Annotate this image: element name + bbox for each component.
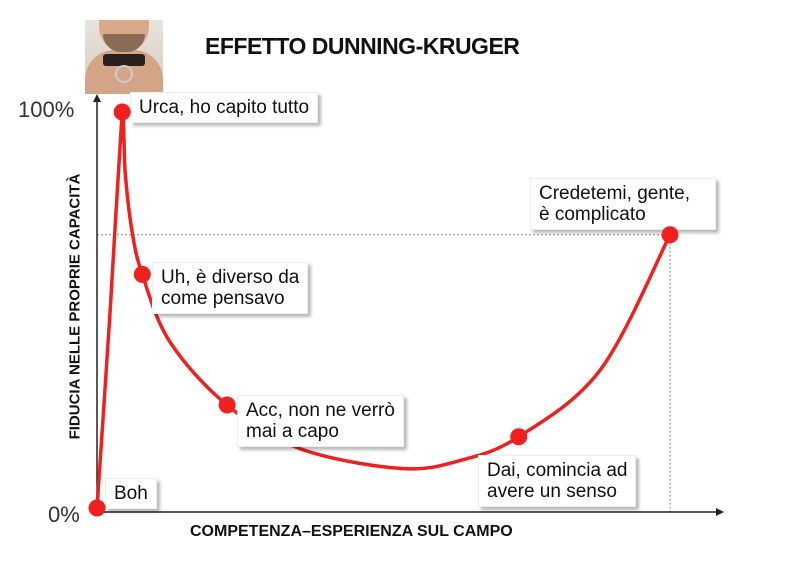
y-axis-arrow-icon	[93, 94, 101, 102]
point-urca	[113, 103, 131, 121]
stage-label-boh: Boh	[105, 478, 157, 509]
y-tick-0: 0%	[48, 502, 80, 527]
point-acc	[218, 396, 236, 414]
chart-title: EFFETTO DUNNING-KRUGER	[205, 33, 520, 59]
stage-label-acc: Acc, non ne verrò mai a capo	[237, 395, 404, 447]
stage-label-dai: Dai, comincia ad avere un senso	[478, 455, 637, 507]
x-axis-arrow-icon	[716, 508, 724, 516]
point-uh	[133, 265, 151, 283]
collar-photo	[85, 20, 163, 94]
point-credetemi	[661, 226, 679, 244]
point-boh	[88, 499, 106, 517]
point-dai	[510, 428, 528, 446]
x-axis-label: COMPETENZA–ESPERIENZA SUL CAMPO	[190, 523, 513, 540]
stage-label-credetemi: Credetemi, gente, è complicato	[530, 178, 717, 230]
stage-label-urca: Urca, ho capito tutto	[130, 92, 319, 123]
y-tick-100: 100%	[18, 97, 75, 122]
stage-label-uh: Uh, è diverso da come pensavo	[152, 262, 309, 314]
